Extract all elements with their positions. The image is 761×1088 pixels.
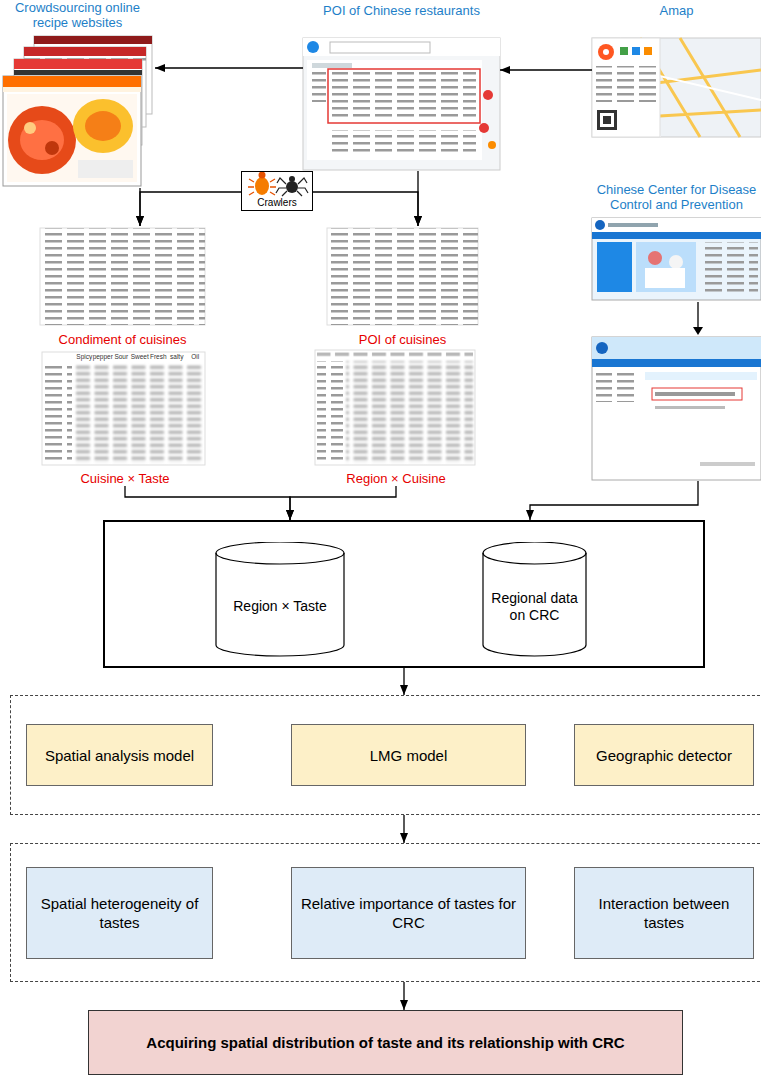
flow-arrow xyxy=(140,192,241,226)
method-group: Spatial analysis model LMG model Geographi… xyxy=(10,695,761,815)
table-header: Fresh xyxy=(146,353,170,361)
node-text: Region × Cuisine xyxy=(346,471,445,486)
map-screenshot: Amap xyxy=(592,3,761,138)
database-box: Region × Taste Regional data on CRC xyxy=(103,520,705,668)
screenshot-stack: Crowdsourcing online recipe websites xyxy=(0,0,155,188)
data-table: Cuisine × Taste xyxy=(40,350,210,486)
flow-arrow xyxy=(125,486,290,520)
result-box: Interaction between tastes xyxy=(574,867,754,959)
crawler-icons xyxy=(248,172,308,197)
map-screenshot: POI of Chinese restaurants xyxy=(303,3,500,171)
result-box: Relative importance of tastes for CRC xyxy=(291,867,526,959)
node-text: Chinese Center for Disease Control and P… xyxy=(592,182,761,212)
node-text: Cuisine × Taste xyxy=(80,471,169,486)
table-header: Sweet xyxy=(128,353,152,361)
data-table: Condiment of cuisines xyxy=(35,226,210,347)
crawler-box: Crawlers xyxy=(241,171,313,211)
node-text: Condiment of cuisines xyxy=(59,332,187,347)
node-text: Interaction between tastes xyxy=(583,894,745,932)
node-text: Spatial heterogeneity of tastes xyxy=(35,894,204,932)
node-text: Relative importance of tastes for CRC xyxy=(300,894,517,932)
method-box: Geographic detector xyxy=(574,724,754,786)
flow-arrow xyxy=(403,982,404,1010)
flow-arrow xyxy=(530,481,698,520)
table-header: Oil xyxy=(183,353,207,361)
table-header: Sour xyxy=(109,353,133,361)
website-screenshots xyxy=(592,218,761,480)
method-box: Spatial analysis model xyxy=(26,724,213,786)
flow-arrow xyxy=(313,192,418,226)
website-screenshot: Chinese Center for Disease Control and P… xyxy=(592,182,761,481)
flow-arrow xyxy=(155,67,303,68)
node-text: Amap xyxy=(660,3,694,18)
flow-arrow xyxy=(500,69,592,70)
node-text: Crawlers xyxy=(257,197,296,210)
recipe-site-screenshots xyxy=(3,36,152,186)
node-text: Region × Taste xyxy=(233,584,327,615)
node-text: LMG model xyxy=(370,746,448,765)
table-header: pepper xyxy=(91,353,115,361)
data-table: POI of cuisines xyxy=(320,226,485,347)
node-text: Regional data on CRC xyxy=(490,576,579,624)
node-text: Spatial analysis model xyxy=(45,746,194,765)
node-text: Acquiring spatial distribution of taste … xyxy=(146,1033,624,1052)
data-table-images xyxy=(40,228,478,465)
flow-arrow xyxy=(290,486,396,520)
flow-arrow xyxy=(403,668,404,695)
method-box: LMG model xyxy=(291,724,526,786)
result-group: Spatial heterogeneity of tastes Relative … xyxy=(10,843,761,982)
conclusion-box: Acquiring spatial distribution of taste … xyxy=(88,1010,683,1075)
result-box: Spatial heterogeneity of tastes xyxy=(26,867,213,959)
flow-arrow xyxy=(403,815,404,843)
map-screenshot xyxy=(303,38,500,170)
data-table: Region × Cuisine xyxy=(312,348,480,486)
database-cylinder: Region × Taste xyxy=(215,542,345,657)
table-header: salty xyxy=(165,353,189,361)
node-text: POI of cuisines xyxy=(359,332,446,347)
database-cylinder: Regional data on CRC xyxy=(482,542,587,657)
node-text: Crowdsourcing online recipe websites xyxy=(0,0,155,30)
node-text: Geographic detector xyxy=(596,746,732,765)
node-text: POI of Chinese restaurants xyxy=(323,3,480,18)
map-app-screenshot xyxy=(592,38,761,137)
